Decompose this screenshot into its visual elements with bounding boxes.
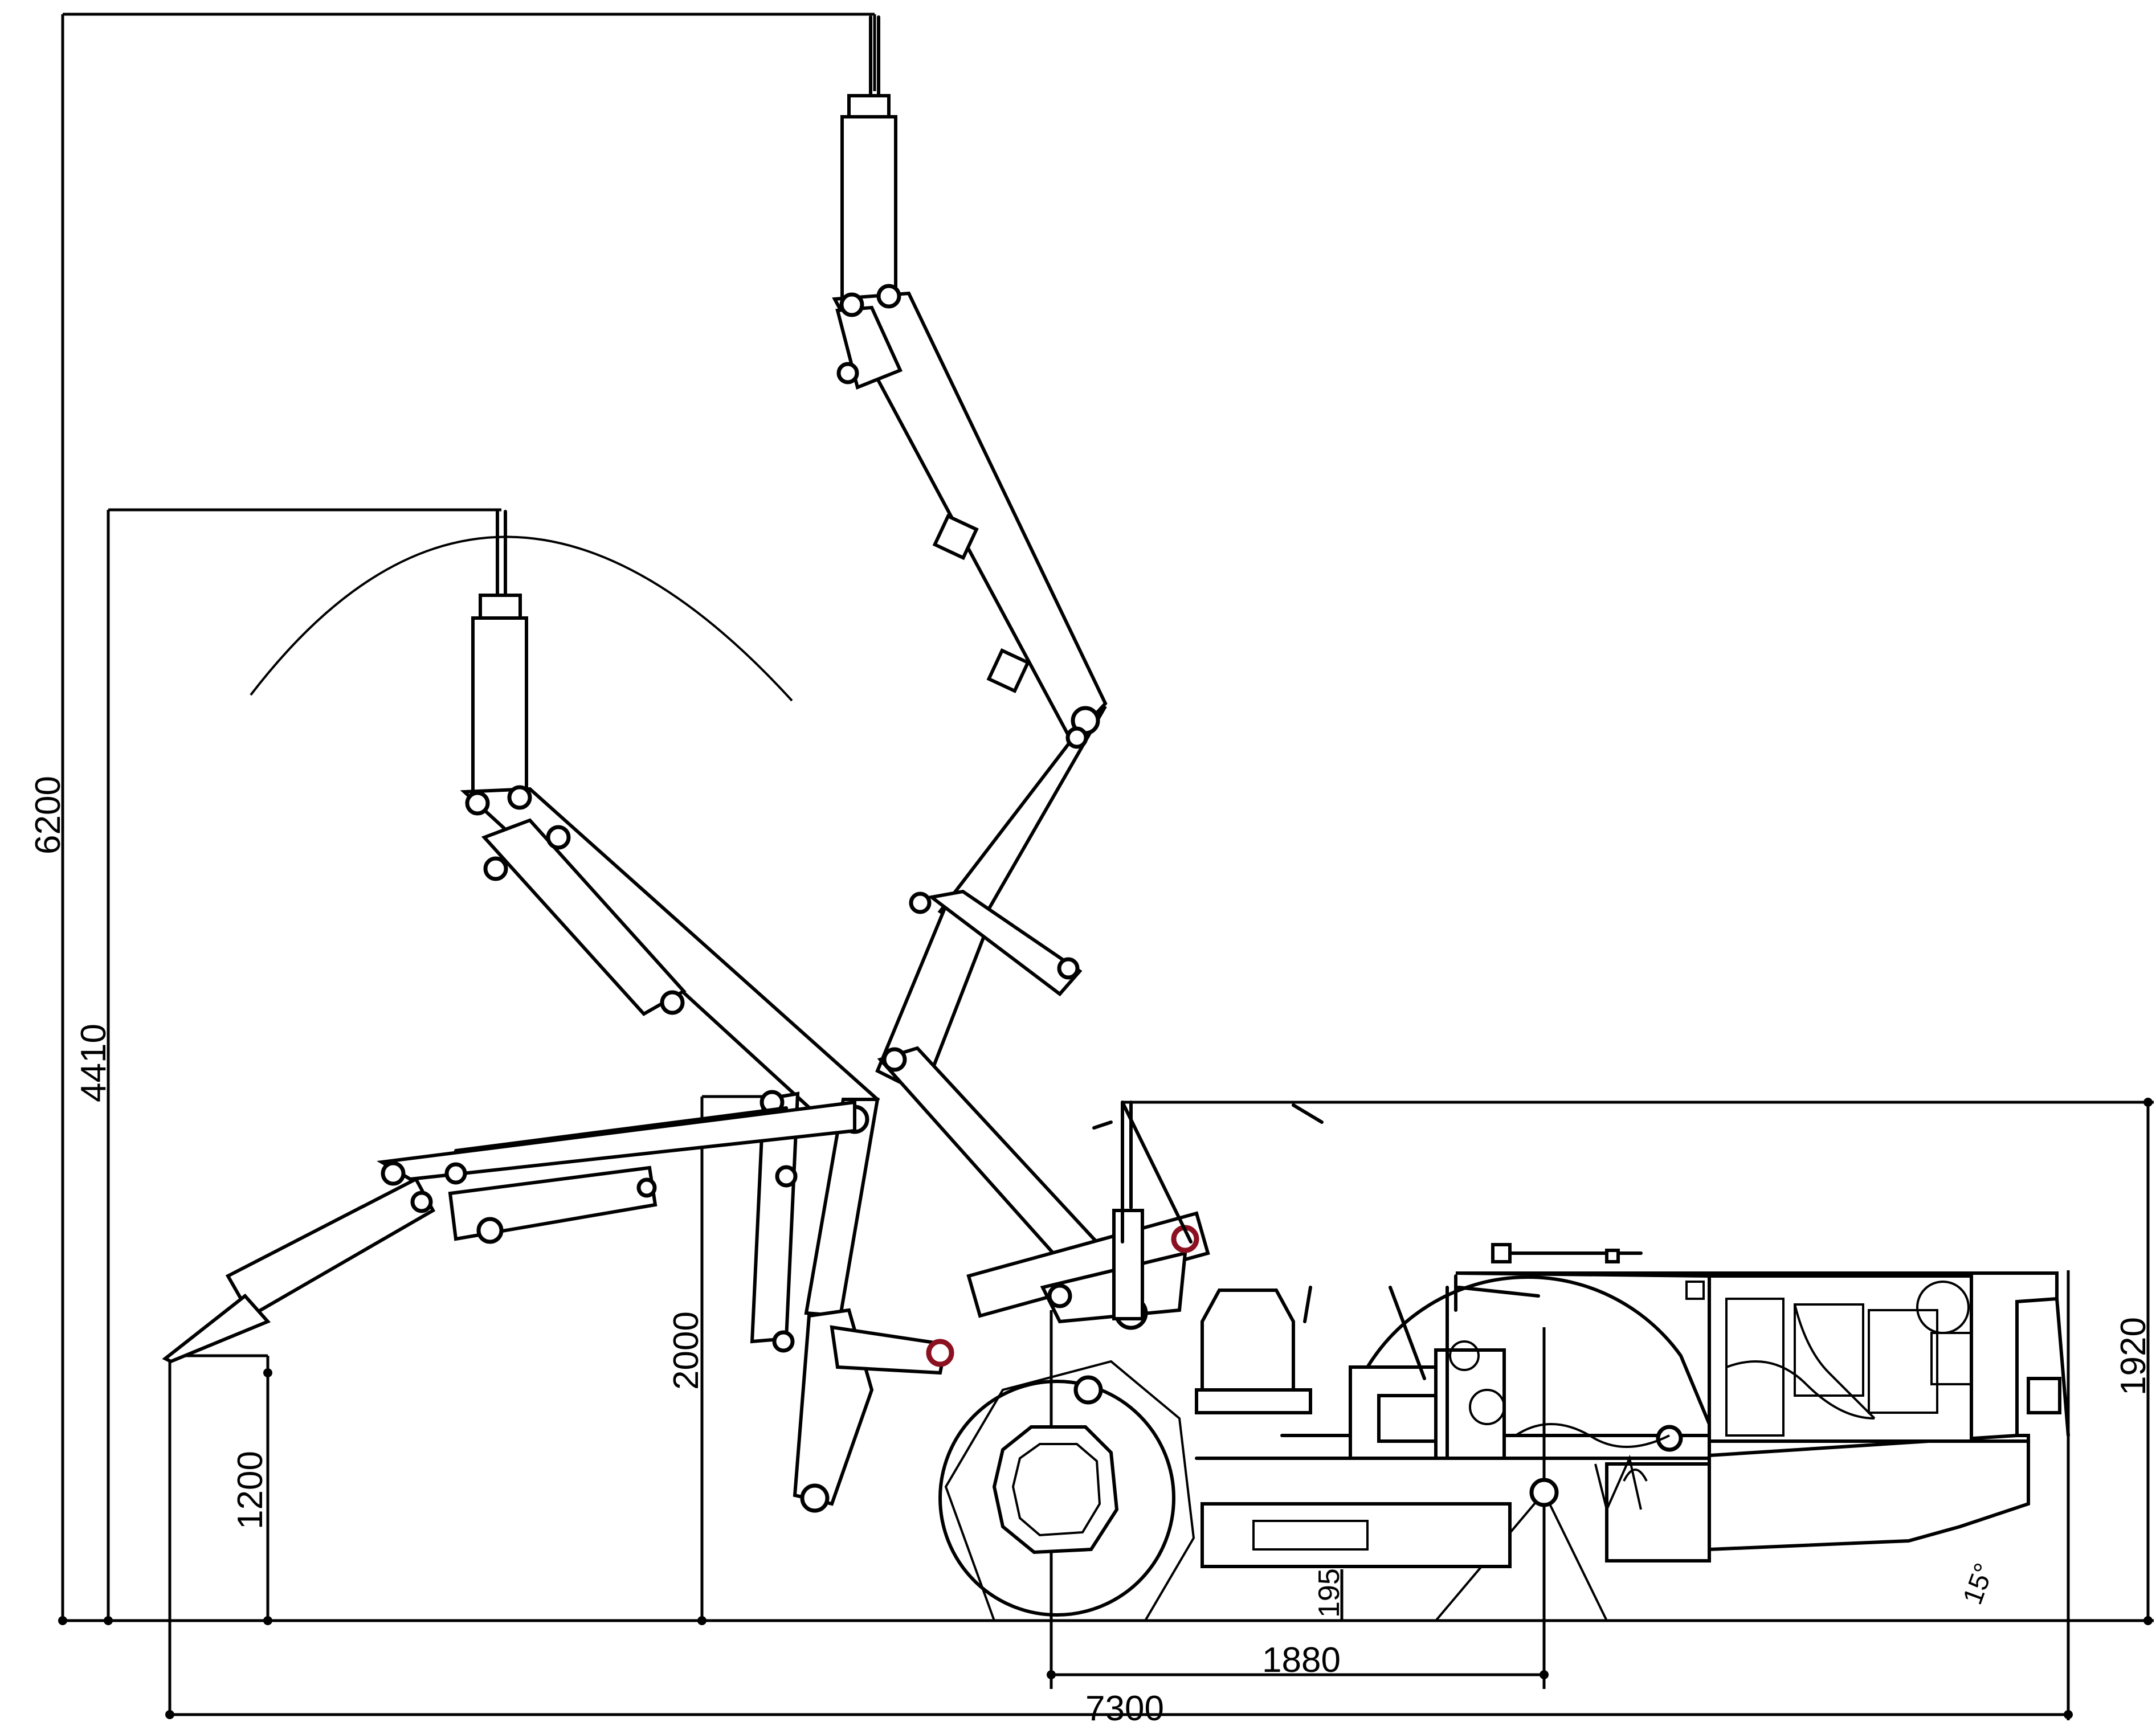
dim-4410-label: 4410 [74,1024,113,1102]
departure-angle-label: 15° [1958,1559,2000,1608]
boom-root [793,1209,1210,1513]
dim-1920-label: 1920 [2114,1317,2153,1396]
dim-1200-label: 1200 [231,1451,270,1529]
dim-6200-label: 6200 [28,776,68,854]
operator-console [1195,1286,1312,1414]
lower-boom [162,1100,856,1364]
front-frame [1092,1101,1324,1244]
front-wheel [938,1360,1195,1622]
upper-boom [832,15,1131,1301]
dim-2000-label: 2000 [667,1311,706,1390]
dim-7300-label: 7300 [1085,1689,1164,1722]
dim-195-label: 195 [1313,1568,1346,1618]
swing-arc [250,535,793,702]
middle-boom [460,510,880,1353]
rear-body [1455,1243,2070,1552]
drive-line [1449,1340,1683,1514]
dim-1880-label: 1880 [1262,1641,1341,1680]
